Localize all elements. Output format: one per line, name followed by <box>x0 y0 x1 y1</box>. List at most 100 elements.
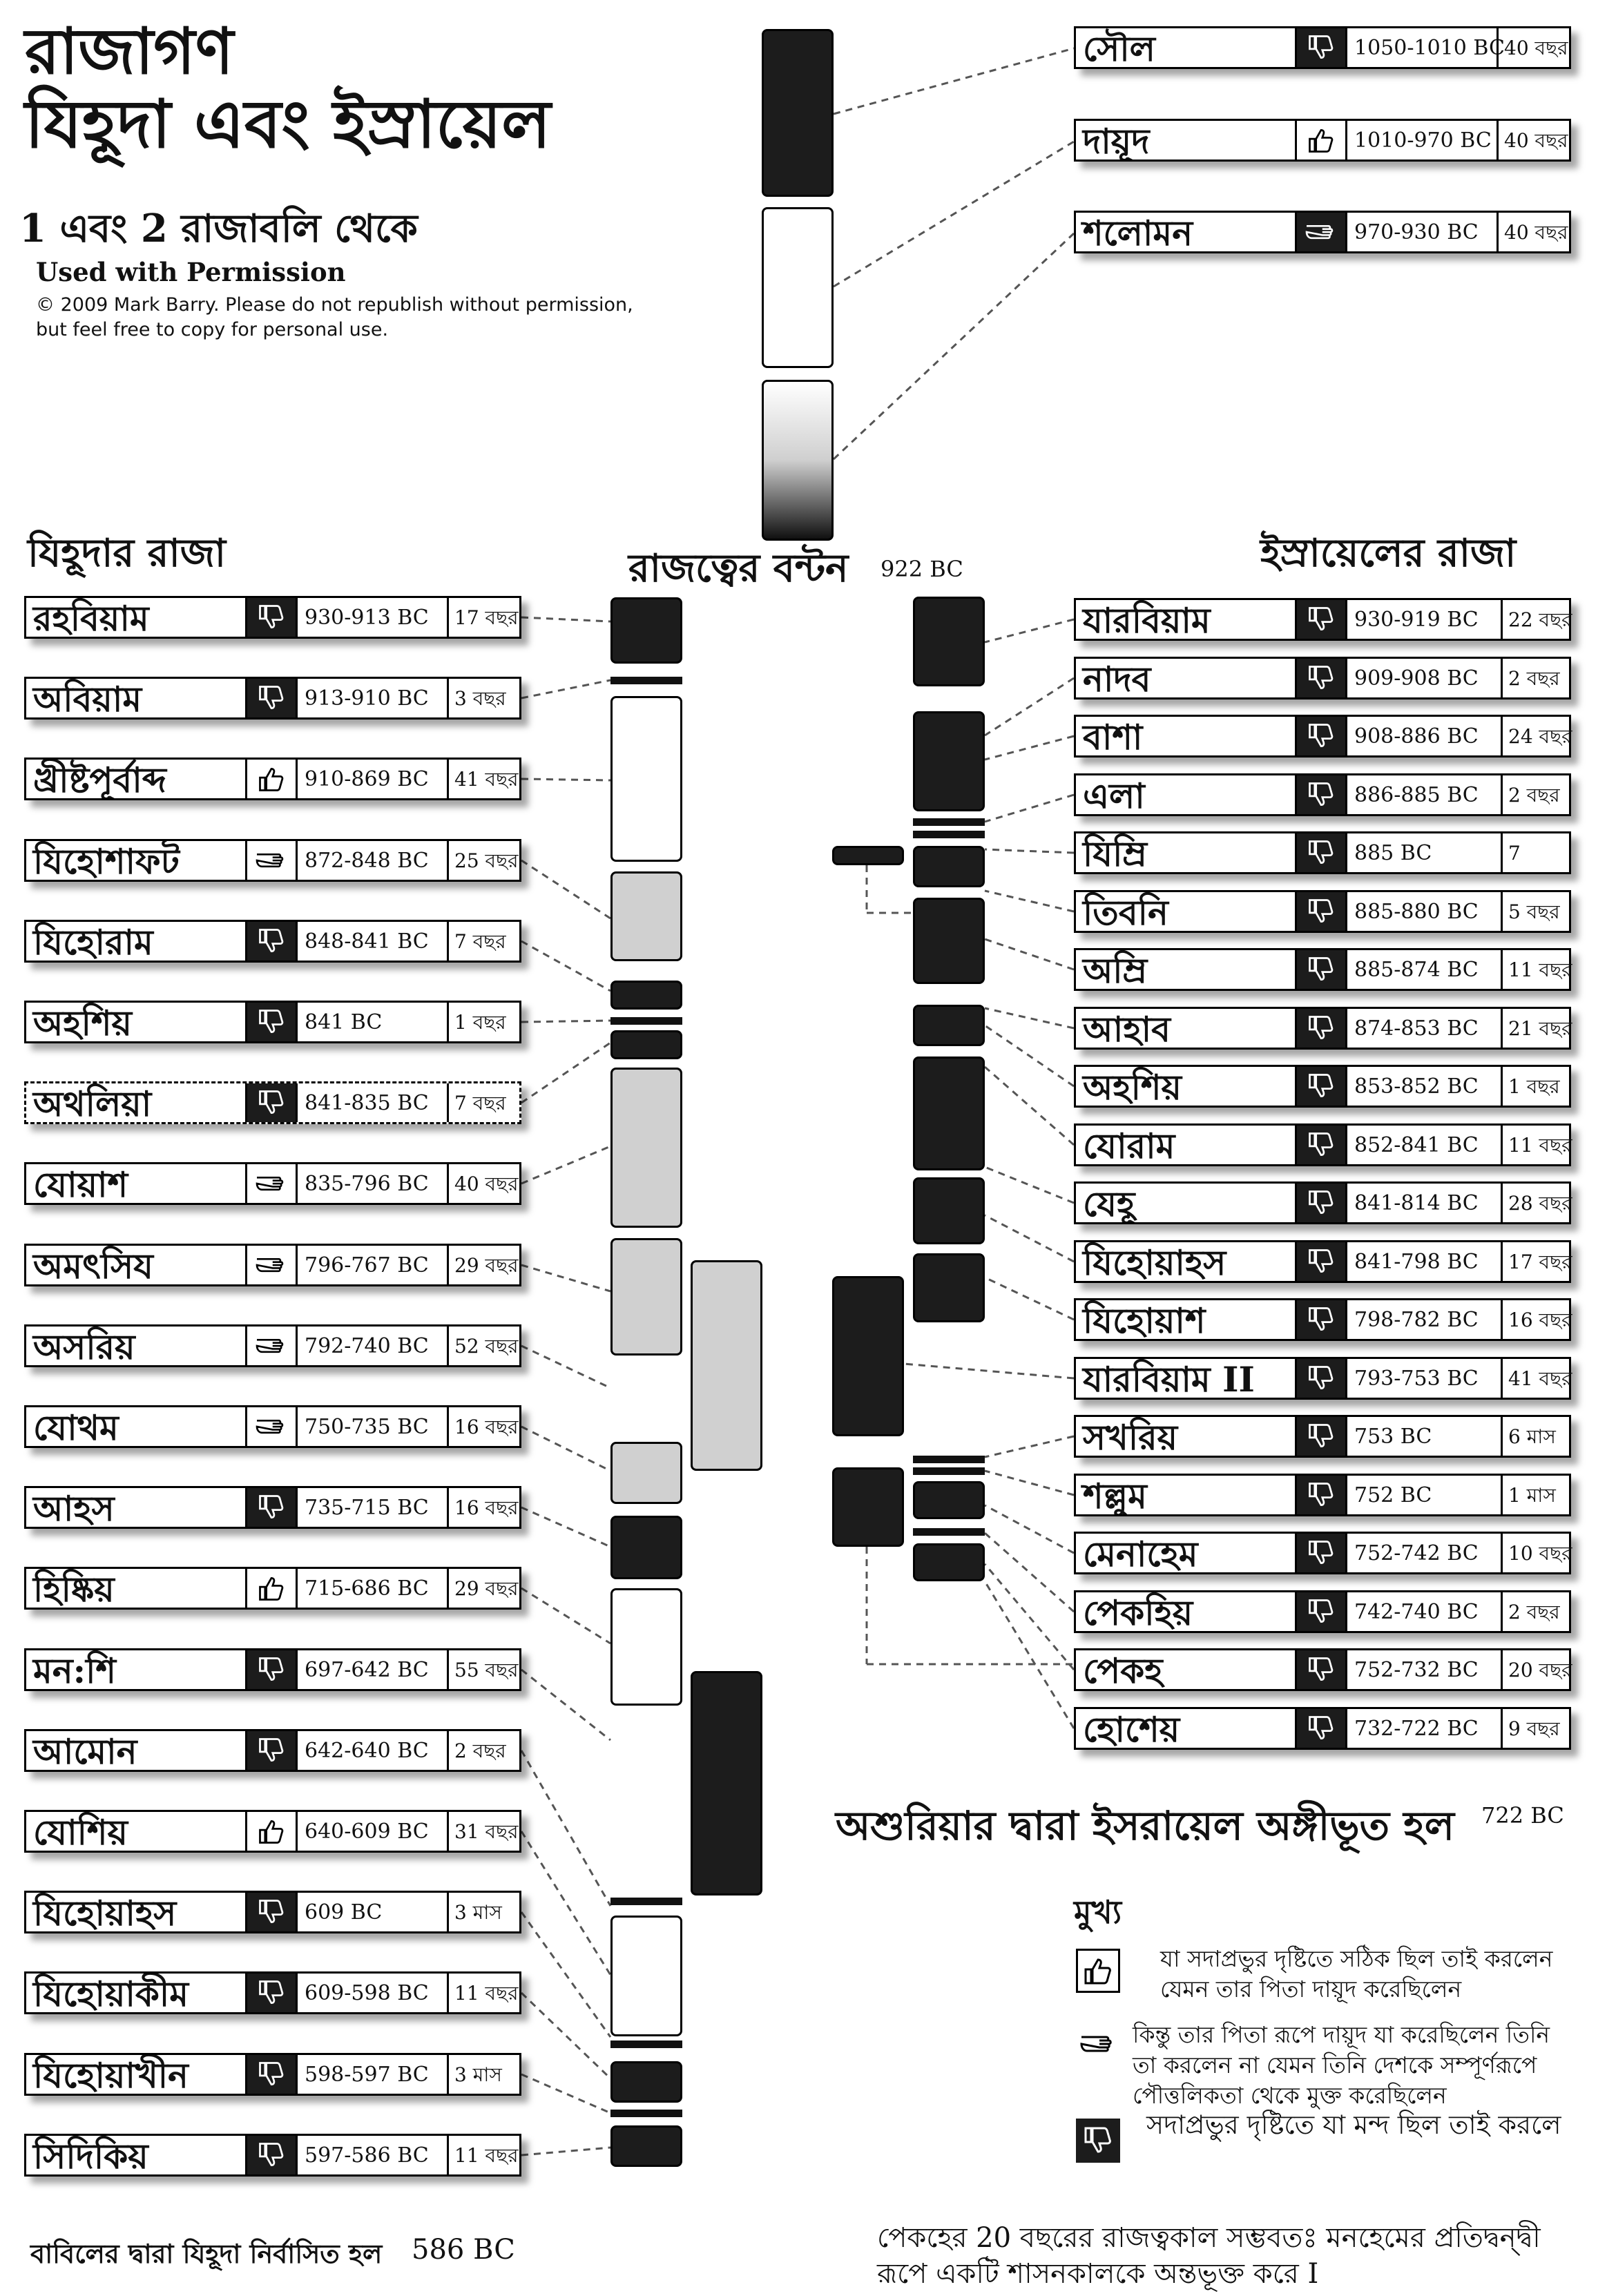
reign-dates: 753 BC <box>1345 1417 1503 1456</box>
division-label: রাজত্বের বন্টন <box>628 546 849 591</box>
thumbs-down-icon <box>247 598 296 637</box>
king-name: নাদব <box>1076 659 1297 697</box>
permission-note: Used with Permission <box>36 257 346 287</box>
king-name: অবিয়াম <box>26 679 247 717</box>
connector-line <box>833 140 1075 288</box>
israel-bar-16 <box>913 1481 985 1519</box>
connector-line <box>984 735 1075 761</box>
reign-length: 9 বছর <box>1508 1717 1560 1740</box>
judah-bar-3 <box>610 696 682 862</box>
reign-dates: 909-908 BC <box>1345 659 1503 697</box>
reign-length: 16 বছর <box>454 1496 519 1519</box>
reign-length: 31 বছর <box>454 1820 519 1843</box>
reign-dates: 735-715 BC <box>296 1488 449 1527</box>
connector-line <box>832 232 1075 461</box>
reign-dates: 885-880 BC <box>1345 892 1503 931</box>
legend-thumbs-down-icon <box>1076 2119 1120 2163</box>
thumbs-down-icon <box>1297 1709 1345 1748</box>
king-name: সৌল <box>1076 28 1297 67</box>
reign-dates: 841-798 BC <box>1345 1242 1503 1281</box>
israel-bar-8 <box>913 1005 985 1046</box>
judah-bar-5 <box>610 981 682 1010</box>
copyright-line-1: © 2009 Mark Barry. Please do not republi… <box>36 294 633 316</box>
connector-line <box>520 1831 612 1976</box>
thumbs-down-icon <box>1297 1476 1345 1514</box>
reign-dates: 853-852 BC <box>1345 1067 1503 1106</box>
reign-length: 7 বছর <box>454 1092 506 1115</box>
reign-dates: 597-586 BC <box>296 2136 449 2174</box>
king-name: যিম্রি <box>1076 833 1297 872</box>
judah-heading: যিহূদার রাজা <box>28 530 227 576</box>
reign-length: 11 বছর <box>454 2144 519 2167</box>
thumb-sideways-icon <box>247 841 296 880</box>
legend-good-line-2: যেমন তার পিতা দায়ূদ করেছিলেন <box>1160 1976 1462 2003</box>
connector-line <box>521 2073 611 2114</box>
reign-length: 40 বছর <box>1504 221 1568 244</box>
king-name: হিষ্কিয় <box>26 1569 247 1608</box>
reign-dates: 697-642 BC <box>296 1650 449 1689</box>
saul-reign-bar <box>762 29 834 197</box>
judah-bar-15 <box>610 1898 682 1905</box>
legend-partial-text: কিন্তু তার পিতা রূপে দায়ূদ যা করেছিলেন … <box>1133 2020 1550 2111</box>
footnote-line-1: পেকহের 20 বছরের রাজত্বকাল সম্ভবতঃ মনহেমে… <box>877 2222 1541 2254</box>
thumbs-down-icon <box>247 1488 296 1527</box>
king-name: রহবিয়াম <box>26 598 247 637</box>
reign-dates: 798-782 BC <box>1345 1300 1503 1339</box>
thumbs-down-icon <box>247 1731 296 1770</box>
israel-bar-18 <box>913 1543 985 1581</box>
reign-length: 52 বছর <box>454 1335 519 1358</box>
reign-length: 11 বছর <box>454 1982 519 2005</box>
connector-line <box>521 859 611 920</box>
reign-dates: 930-919 BC <box>1345 600 1503 639</box>
reign-dates: 793-753 BC <box>1345 1359 1503 1398</box>
king-name: যেহূ <box>1076 1184 1297 1222</box>
reign-length: 28 বছর <box>1508 1192 1572 1215</box>
thumbs-down-icon <box>1297 1067 1345 1106</box>
reign-length: 29 বছর <box>454 1577 519 1600</box>
reign-dates: 885-874 BC <box>1345 950 1503 989</box>
connector-line <box>984 793 1075 823</box>
thumbs-down-icon <box>1297 1009 1345 1048</box>
reign-length: 11 বছর <box>1508 1134 1572 1157</box>
king-name: যোরাম <box>1076 1126 1297 1164</box>
reign-dates: 886-885 BC <box>1345 775 1503 814</box>
king-name: যোথম <box>26 1407 247 1446</box>
judah-bar-20 <box>610 2125 682 2167</box>
king-name: বাশা <box>1076 717 1297 755</box>
thumbs-down-icon <box>1297 717 1345 755</box>
judah-bar-4 <box>610 871 682 961</box>
king-name: পেকহিয় <box>1076 1592 1297 1631</box>
judah-bar-13 <box>610 1588 682 1706</box>
reign-length: 7 বছর <box>454 930 506 953</box>
reign-length: 40 বছর <box>1504 37 1568 59</box>
thumbs-down-icon <box>1297 950 1345 989</box>
thumbs-down-icon <box>247 2055 296 2094</box>
israel-bar-1 <box>913 597 985 686</box>
king-name: পেকহ <box>1076 1650 1297 1689</box>
israel-bar-7 <box>913 898 985 984</box>
thumb-sideways-icon <box>247 1164 296 1203</box>
king-name: যিহোয়াশ <box>1076 1300 1297 1339</box>
reign-dates: 872-848 BC <box>296 841 449 880</box>
reign-dates: 874-853 BC <box>1345 1009 1503 1048</box>
israel-heading: ইস্রায়েলের রাজা <box>1260 530 1517 576</box>
thumbs-down-icon <box>1297 28 1345 67</box>
reign-length: 41 বছর <box>1508 1367 1572 1390</box>
reign-length: 11 বছর <box>1508 958 1572 981</box>
king-name: মেনাহেম <box>1076 1534 1297 1572</box>
judah-bar-16 <box>610 1916 682 2036</box>
israel-bar-14 <box>913 1467 985 1475</box>
connector-line <box>984 677 1075 737</box>
king-name: অহশিয় <box>1076 1067 1297 1106</box>
